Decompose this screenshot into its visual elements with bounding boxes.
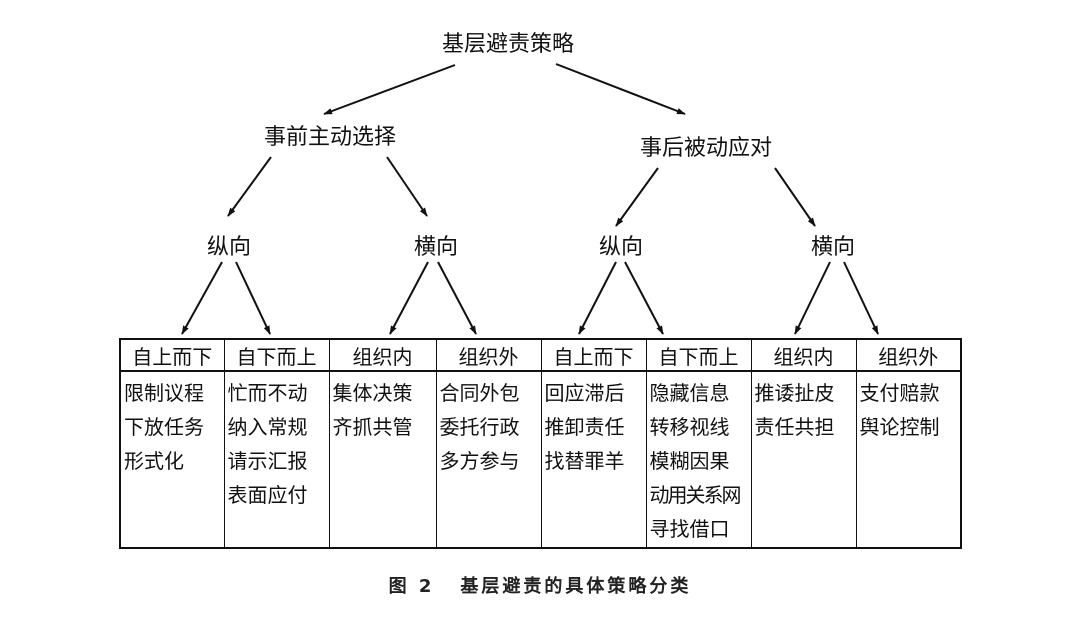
- strategy-item: 纳入常规: [227, 415, 308, 439]
- strategy-item: 委托行政: [439, 415, 520, 439]
- arrow-post-vertical-to-bottomup: [624, 261, 664, 335]
- strategy-item: 忙而不动: [227, 381, 308, 405]
- strategy-item: 合同外包: [439, 381, 520, 405]
- arrow-pre-horizontal-to-inside: [389, 261, 429, 335]
- post-horizontal-node: 横向: [810, 235, 856, 260]
- pre-horizontal-node: 横向: [413, 235, 459, 260]
- strategy-item: 舆论控制: [859, 415, 940, 439]
- strategy-item: 集体决策: [332, 381, 413, 405]
- arrow-root-to-post: [555, 63, 686, 115]
- strategy-item: 形式化: [124, 449, 184, 473]
- header-pre-outside: 组织外: [435, 338, 542, 372]
- cell-pre-topdown: 限制议程 下放任务 形式化: [119, 370, 225, 549]
- cell-pre-outside: 合同外包 委托行政 多方参与: [435, 370, 542, 549]
- strategy-item: 下放任务: [124, 415, 204, 439]
- header-post-outside: 组织外: [855, 338, 962, 372]
- cell-pre-bottomup: 忙而不动 纳入常规 请示汇报 表面应付: [223, 370, 330, 549]
- strategy-item: 推诿扯皮: [754, 381, 835, 405]
- branch-post-passive: 事后被动应对: [639, 136, 773, 161]
- arrow-post-to-horizontal: [774, 167, 816, 227]
- strategy-item: 齐抓共管: [332, 415, 413, 439]
- arrow-post-vertical-to-topdown: [578, 261, 617, 335]
- header-pre-bottomup: 自下而上: [223, 338, 330, 372]
- table-header-row: 自上而下 自下而上 组织内 组织外 自上而下 自下而上 组织内 组织外: [119, 338, 962, 372]
- header-post-bottomup: 自下而上: [645, 338, 752, 372]
- figure-number: 图 2: [388, 576, 435, 597]
- post-vertical-node: 纵向: [598, 235, 644, 260]
- arrow-pre-vertical-to-topdown: [181, 261, 223, 335]
- cell-post-inside: 推诿扯皮 责任共担: [750, 370, 857, 549]
- header-post-topdown: 自上而下: [540, 338, 647, 372]
- cell-post-topdown: 回应滞后 推卸责任 找替罪羊: [540, 370, 647, 549]
- figure-caption: 图 2 基层避责的具体策略分类: [389, 572, 692, 598]
- cell-pre-inside: 集体决策 齐抓共管: [328, 370, 437, 549]
- strategy-item: 多方参与: [439, 449, 520, 473]
- strategy-item: 推卸责任: [544, 415, 625, 439]
- root-node: 基层避责策略: [441, 32, 575, 57]
- header-post-inside: 组织内: [750, 338, 857, 372]
- strategy-item: 模糊因果: [649, 449, 730, 473]
- cell-post-outside: 支付赔款 舆论控制: [855, 370, 962, 549]
- strategy-item: 动用关系网: [649, 483, 742, 507]
- arrow-post-to-vertical: [615, 167, 659, 227]
- strategy-item: 寻找借口: [649, 517, 730, 541]
- strategy-item: 支付赔款: [859, 381, 940, 405]
- pre-vertical-node: 纵向: [206, 235, 252, 260]
- arrow-pre-horizontal-to-outside: [437, 261, 477, 335]
- cell-post-bottomup: 隐藏信息 转移视线 模糊因果 动用关系网 寻找借口: [645, 370, 752, 549]
- arrow-pre-vertical-to-bottomup: [235, 261, 271, 335]
- strategy-item: 转移视线: [649, 415, 730, 439]
- arrow-pre-to-vertical: [227, 156, 272, 217]
- strategy-item: 回应滞后: [544, 381, 625, 405]
- strategy-item: 隐藏信息: [649, 381, 730, 405]
- strategy-item: 责任共担: [754, 415, 835, 439]
- strategy-item: 找替罪羊: [544, 449, 625, 473]
- strategy-item: 请示汇报: [227, 449, 308, 473]
- strategy-item: 限制议程: [124, 381, 204, 405]
- header-pre-topdown: 自上而下: [119, 338, 225, 372]
- branch-pre-active: 事前主动选择: [263, 125, 397, 150]
- table-row: 限制议程 下放任务 形式化 忙而不动 纳入常规 请示汇报 表面应付 集体决策 齐…: [119, 370, 962, 549]
- header-pre-inside: 组织内: [328, 338, 437, 372]
- arrow-post-horizontal-to-outside: [843, 261, 879, 335]
- arrow-pre-to-horizontal: [386, 156, 428, 217]
- strategy-item: 表面应付: [227, 483, 308, 507]
- figure-title: 基层避责的具体策略分类: [460, 576, 692, 597]
- strategy-table: 自上而下 自下而上 组织内 组织外 自上而下 自下而上 组织内 组织外 限制议程…: [119, 338, 962, 549]
- arrow-post-horizontal-to-inside: [794, 261, 831, 335]
- arrow-root-to-pre: [323, 64, 456, 115]
